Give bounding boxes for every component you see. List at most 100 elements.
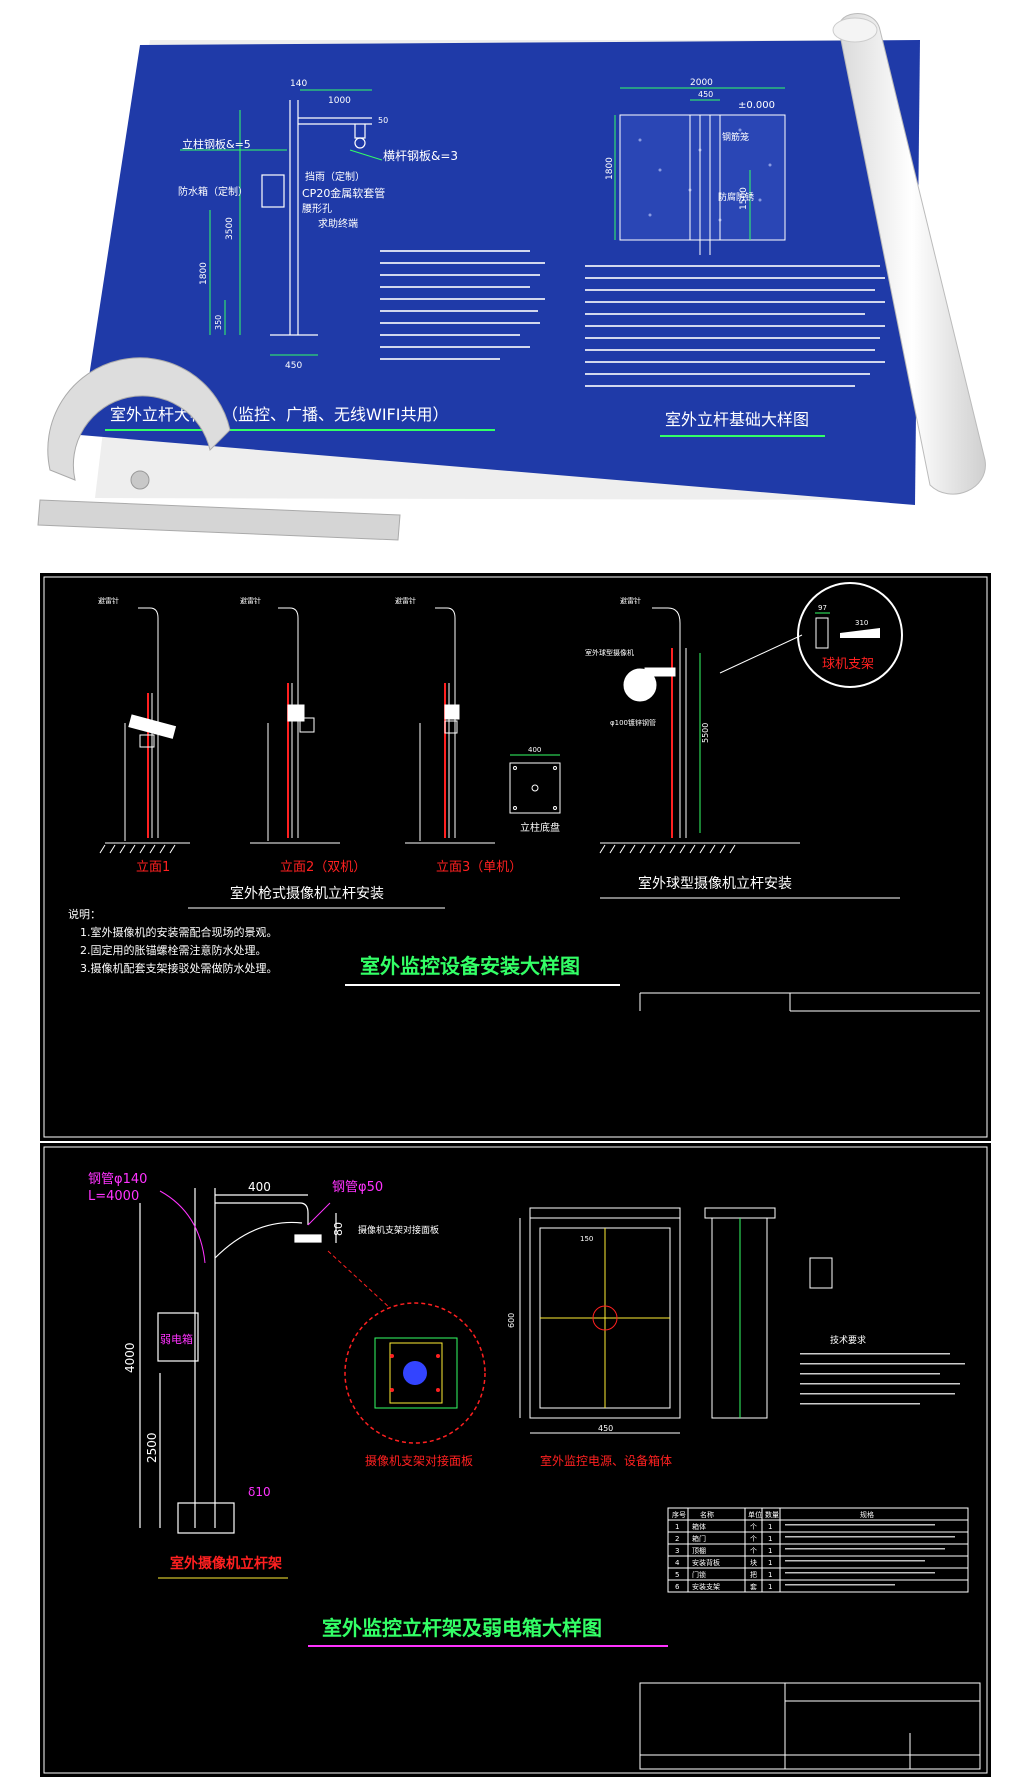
pole-title: 室外立杆大样图（监控、广播、无线WIFI共用）	[110, 405, 448, 424]
paper-roll	[838, 13, 986, 495]
gun-camera-title: 室外枪式摄像机立杆安装	[230, 885, 384, 902]
box-caption: 室外监控电源、设备箱体	[540, 1453, 672, 1468]
weak-box-label: 弱电箱	[160, 1332, 193, 1346]
td-3-unit: 个	[750, 1547, 757, 1555]
label-terminal: 求助终端	[318, 217, 358, 230]
label-arm-steel: 横杆钢板&=3	[383, 149, 458, 163]
title-block-2	[639, 1682, 981, 1770]
td-4-no: 4	[675, 1559, 680, 1567]
box-width-dim: 450	[598, 1424, 613, 1433]
td-3-name: 顶棚	[692, 1546, 706, 1555]
dome-pole-drawing	[600, 607, 800, 844]
notes-heading: 说明：	[68, 907, 101, 921]
main-pipe-length: L=4000	[88, 1189, 139, 1204]
td-1-qty: 1	[768, 1523, 772, 1531]
pole-frame-drawing	[139, 1188, 337, 1534]
mount-panel-caption: 摄像机支架对接面板	[365, 1453, 473, 1468]
pole-box-title: 室外监控立杆架及弱电箱大样图	[322, 1616, 602, 1640]
td-2-name: 箱门	[692, 1534, 706, 1543]
elevation-3-drawing	[405, 607, 495, 844]
dome-height-dim: 5500	[701, 723, 710, 743]
label-anti-rust: 防腐防锈	[718, 191, 754, 203]
td-1-no: 1	[675, 1523, 679, 1531]
td-5-unit: 把	[750, 1570, 757, 1579]
label-bent-hole: 腰形孔	[302, 203, 332, 215]
box-side-drawing	[704, 1207, 833, 1419]
height-2500-dim: 2500	[145, 1432, 159, 1463]
td-6-no: 6	[675, 1583, 680, 1591]
mount-panel-detail	[327, 1250, 486, 1444]
base-plate-drawing	[509, 754, 561, 814]
dim-3500: 3500	[225, 217, 235, 240]
spec-heading: 技术要求	[830, 1334, 866, 1346]
td-2-unit: 个	[750, 1535, 757, 1543]
dim-1800b: 1800	[605, 157, 615, 180]
rain-gauge-label-4: 避雷针	[620, 596, 641, 605]
dome-bracket-label: 球机支架	[822, 657, 874, 672]
elevation-label: ±0.000	[738, 100, 775, 111]
dome-bracket-detail	[719, 582, 903, 688]
pole-box-sheet: 钢管φ140 L=4000 钢管φ50 400 80 摄像机支架对接面板 弱电箱…	[40, 1143, 991, 1777]
td-4-qty: 1	[768, 1559, 772, 1567]
rain-gauge-label-1: 避雷针	[98, 596, 119, 605]
dim-450: 450	[285, 361, 302, 371]
dim-350: 350	[214, 315, 223, 330]
dim-450b: 450	[698, 90, 713, 99]
td-4-unit: 块	[750, 1558, 757, 1567]
td-5-name: 门锁	[692, 1570, 706, 1579]
drop-dim: 80	[332, 1222, 345, 1236]
dome-camera-title: 室外球型摄像机立杆安装	[638, 875, 792, 892]
bracket-dim-97: 97	[818, 604, 827, 612]
base-plate-label: 立柱底盘	[520, 821, 560, 834]
foundation-drawing	[614, 87, 786, 255]
plate-thickness: δ10	[248, 1485, 271, 1499]
dim-50: 50	[378, 116, 388, 125]
mount-label-small: 摄像机支架对接面板	[358, 1224, 439, 1236]
td-6-qty: 1	[768, 1583, 772, 1591]
bracket-dim-310: 310	[855, 619, 868, 627]
elevation-1-label: 立面1	[136, 860, 170, 875]
label-rain-cap: 挡雨（定制）	[305, 170, 365, 183]
arm-length-dim: 400	[248, 1180, 271, 1194]
elevation-1-drawing	[105, 607, 190, 844]
dim-1000: 1000	[328, 96, 351, 106]
label-anchor: 钢筋笼	[722, 131, 749, 143]
td-1-unit: 个	[750, 1523, 757, 1531]
note-1: 1.室外摄像机的安装需配合现场的景观。	[80, 925, 278, 939]
dome-pipe-label: φ100镀锌钢管	[610, 718, 656, 727]
dim-1500: 1500	[739, 187, 749, 210]
td-3-no: 3	[675, 1547, 679, 1555]
pole-drawing	[261, 100, 372, 336]
arm-pipe-label: 钢管φ50	[332, 1180, 383, 1195]
foundation-title: 室外立杆基础大样图	[665, 410, 809, 429]
dim-2000: 2000	[690, 78, 713, 88]
blueprint-sheet: 140 1000 50 3500 1800 350 450 立柱钢板&=5 横杆…	[37, 13, 986, 541]
label-cp20: CP20金属软套管	[302, 186, 385, 200]
note-3: 3.摄像机配套支架接驳处需做防水处理。	[80, 961, 278, 975]
td-4-name: 安装背板	[692, 1558, 720, 1567]
protractor-icon	[37, 357, 401, 541]
box-inner-dim: 150	[580, 1235, 593, 1243]
pole-frame-caption: 室外摄像机立杆架	[170, 1555, 282, 1572]
base-plate-dim: 400	[528, 746, 541, 754]
label-pole-steel: 立柱钢板&=5	[182, 137, 251, 151]
parts-table	[667, 1507, 969, 1593]
rain-gauge-label-2: 避雷针	[240, 596, 261, 605]
th-spec: 规格	[860, 1510, 874, 1519]
th-name: 名称	[700, 1510, 714, 1519]
pole-notes-block	[380, 250, 545, 360]
dim-1800: 1800	[199, 262, 209, 285]
dome-camera-label: 室外球型摄像机	[585, 648, 634, 657]
elevation-3-label: 立面3（单机）	[436, 860, 522, 875]
th-no: 序号	[672, 1510, 686, 1519]
th-unit: 单位	[748, 1510, 762, 1519]
foundation-notes-block	[585, 265, 885, 387]
label-waterproof-box: 防水箱（定制）	[178, 185, 248, 198]
td-6-name: 安装支架	[692, 1582, 720, 1591]
rain-gauge-label-3: 避雷针	[395, 596, 416, 605]
surveillance-install-sheet: 避雷针 立面1 避雷针 立面2（双机） 避雷针 立面3（单机） 室外枪式摄像机立…	[40, 573, 991, 1141]
elevation-2-drawing	[250, 607, 340, 844]
td-2-no: 2	[675, 1535, 679, 1543]
spec-lines	[800, 1353, 965, 1405]
td-5-no: 5	[675, 1571, 679, 1579]
